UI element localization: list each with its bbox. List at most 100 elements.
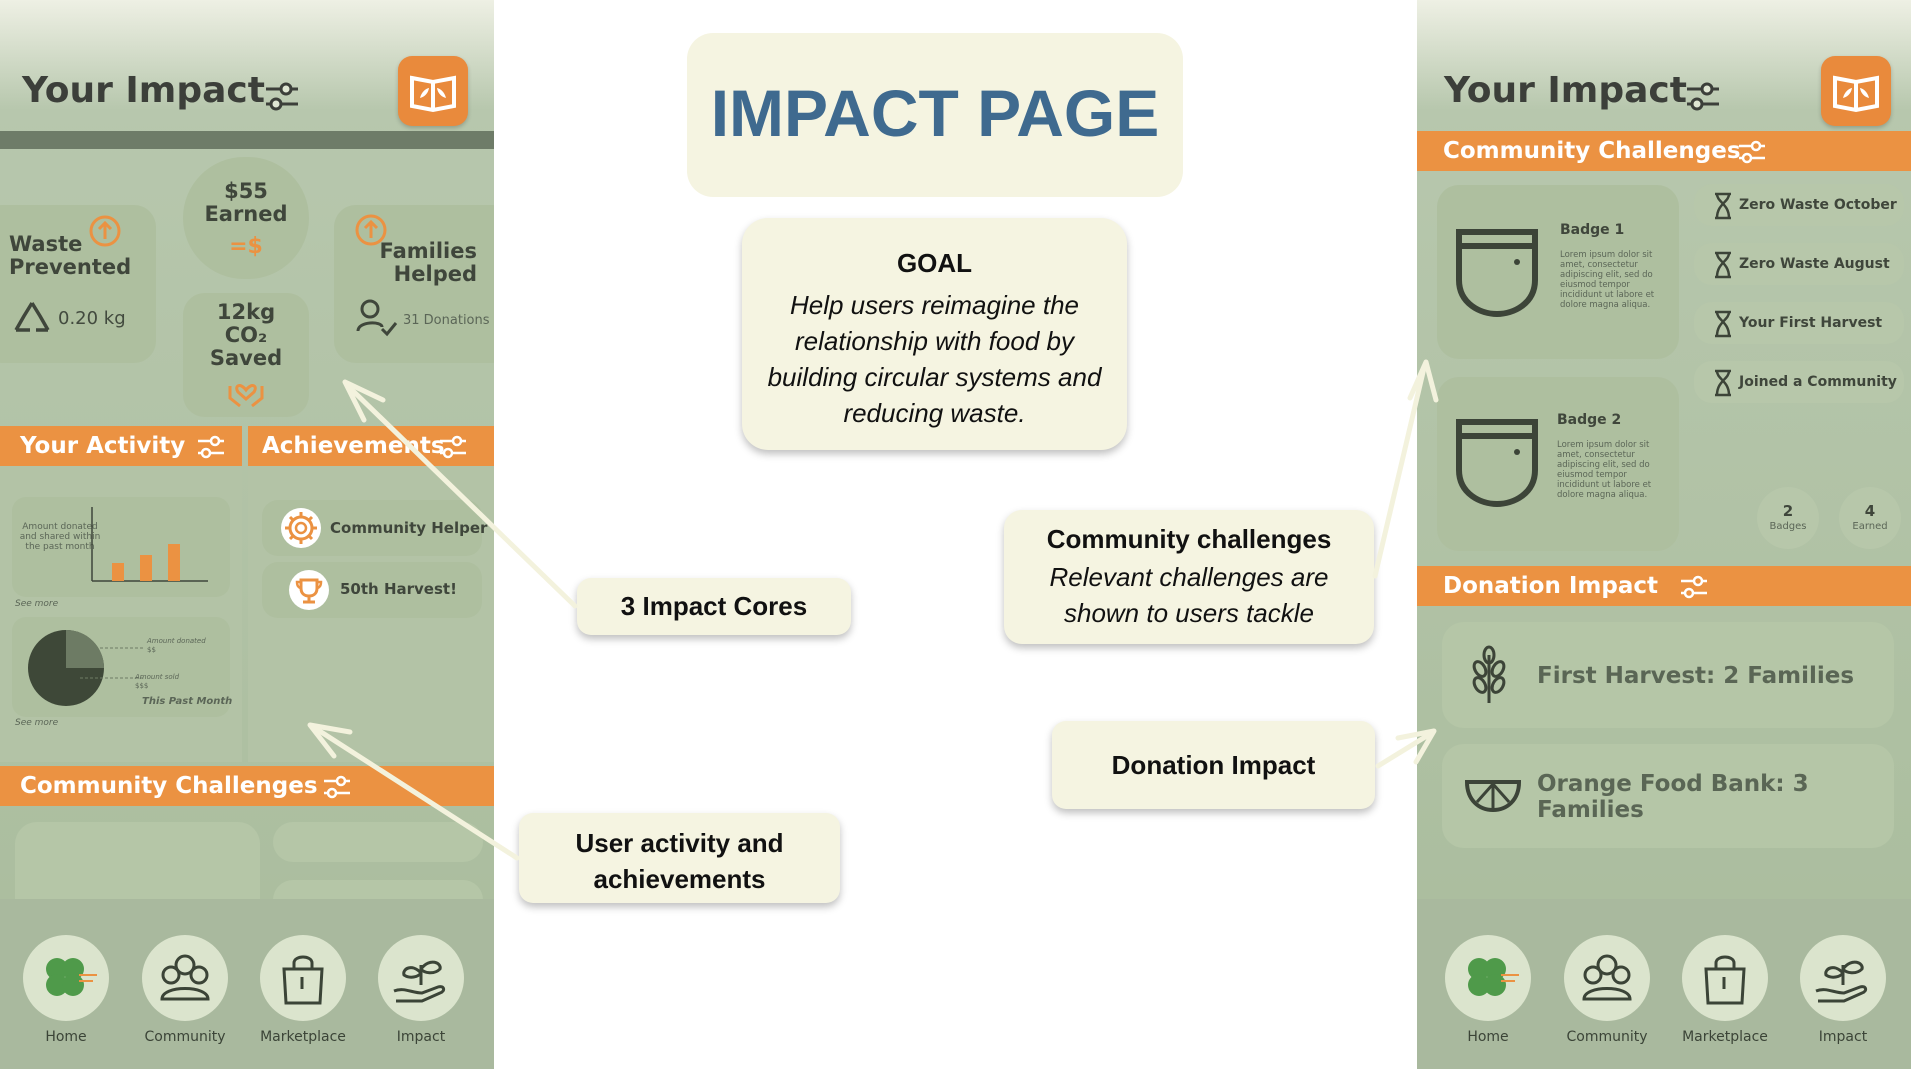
nav-community-button[interactable] xyxy=(1564,935,1650,1021)
pocket-badge-icon xyxy=(1456,419,1538,508)
hands-heart-icon xyxy=(228,384,264,408)
challenge-label: Your First Harvest xyxy=(1739,315,1883,331)
achievement-label: Community Helper xyxy=(330,519,488,537)
divider xyxy=(0,131,494,149)
challenge-item-placeholder[interactable] xyxy=(273,822,483,862)
activity-note: User activity and achievements xyxy=(519,813,840,903)
activity-text: User activity and achievements xyxy=(575,828,784,894)
trophy-icon xyxy=(289,570,329,610)
bar xyxy=(168,544,180,581)
right-phone-screen: Your Impact Community Challenges Badge 1… xyxy=(1417,0,1911,1069)
clover-icon xyxy=(46,958,97,996)
pie-label-sold: Amount sold xyxy=(135,673,180,681)
money-icon: =$ xyxy=(229,234,263,259)
challenge-label: Zero Waste August xyxy=(1739,256,1890,272)
book-leaf-icon[interactable] xyxy=(1821,56,1891,126)
filter-sliders-icon[interactable] xyxy=(1737,140,1767,164)
donation-impact-label: Donation Impact xyxy=(1443,573,1658,599)
filter-sliders-icon[interactable] xyxy=(1685,80,1721,112)
waste-value: 0.20 kg xyxy=(58,308,126,329)
bar xyxy=(112,563,124,581)
bar-chart-caption: Amount donated and shared within the pas… xyxy=(19,522,101,552)
clover-icon xyxy=(1468,958,1519,996)
filter-sliders-icon[interactable] xyxy=(438,435,468,459)
your-activity-header: Your Activity xyxy=(0,426,242,466)
nav-community-label: Community xyxy=(1566,1029,1648,1045)
arrow-up-circle-icon xyxy=(89,215,121,247)
pie-period-label: This Past Month xyxy=(142,696,233,707)
earned-label: $55 Earned xyxy=(204,179,288,226)
filter-sliders-icon[interactable] xyxy=(264,80,300,112)
nav-impact-label: Impact xyxy=(396,1029,446,1045)
badge-description: Lorem ipsum dolor sit amet, consectetur … xyxy=(1560,250,1655,310)
goal-note: GOAL Help users reimagine the relationsh… xyxy=(742,218,1127,450)
nav-impact-label: Impact xyxy=(1818,1029,1868,1045)
pie-leader-lines xyxy=(80,647,144,679)
shopping-bag-icon xyxy=(282,955,324,1005)
see-more-link[interactable]: See more xyxy=(15,718,59,728)
donation-item[interactable] xyxy=(1442,622,1894,728)
nav-community-label: Community xyxy=(144,1029,226,1045)
page-title: Your Impact xyxy=(22,70,265,111)
achievements-header: Achievements xyxy=(248,426,494,466)
filter-sliders-icon[interactable] xyxy=(1679,575,1709,599)
see-more-link[interactable]: See more xyxy=(15,599,59,609)
your-activity-label: Your Activity xyxy=(20,433,186,459)
wheat-icon xyxy=(1472,645,1506,703)
families-label: Families Helped xyxy=(379,239,477,286)
left-phone-screen: Your Impact Waste Prevented 0.20 kg $55 … xyxy=(0,0,494,1069)
orange-slice-icon xyxy=(1464,780,1522,813)
nav-home-button[interactable] xyxy=(1445,935,1531,1021)
badges-count: 2 xyxy=(1782,502,1794,520)
arrow-to-activity xyxy=(315,727,520,861)
recycle-icon xyxy=(14,302,50,332)
badge-title: Badge 2 xyxy=(1557,412,1622,428)
pie-label-donated-value: $$ xyxy=(147,646,156,654)
badges-stat xyxy=(1757,487,1819,549)
hourglass-icon xyxy=(1715,369,1731,397)
challenges-title: Community challenges xyxy=(1046,524,1332,554)
co2-saved-card[interactable] xyxy=(183,293,309,417)
community-challenges-label: Community Challenges xyxy=(1443,138,1741,164)
pie-label-donated: Amount donated xyxy=(147,637,206,645)
earned-stat xyxy=(1839,487,1901,549)
nav-marketplace-button[interactable] xyxy=(1682,935,1768,1021)
nav-home-label: Home xyxy=(45,1029,87,1045)
pocket-badge-icon xyxy=(1456,229,1538,318)
badge-card[interactable] xyxy=(1437,377,1679,551)
goal-title: GOAL xyxy=(896,248,973,278)
badge-card[interactable] xyxy=(1437,185,1679,359)
community-challenges-label: Community Challenges xyxy=(20,773,318,799)
user-check-icon xyxy=(356,299,398,337)
nav-marketplace-label: Marketplace xyxy=(1682,1029,1768,1045)
filter-sliders-icon[interactable] xyxy=(322,775,352,799)
page-title-card: IMPACT PAGE xyxy=(687,33,1183,197)
arrow-to-challenges xyxy=(1372,365,1427,579)
nav-community-button[interactable] xyxy=(142,935,228,1021)
waste-prevented-card[interactable] xyxy=(0,205,156,363)
families-value: 31 Donations xyxy=(403,313,490,328)
nav-impact-button[interactable] xyxy=(378,935,464,1021)
donation-text: Donation Impact xyxy=(1111,750,1316,780)
hourglass-icon xyxy=(1715,310,1731,338)
nav-impact-button[interactable] xyxy=(1800,935,1886,1021)
filter-sliders-icon[interactable] xyxy=(196,435,226,459)
community-challenges-header: Community Challenges xyxy=(1417,131,1911,171)
page-title: Your Impact xyxy=(1444,70,1687,111)
book-leaf-icon[interactable] xyxy=(398,56,468,126)
earned-card[interactable] xyxy=(183,157,309,279)
nav-marketplace-label: Marketplace xyxy=(260,1029,346,1045)
shopping-bag-icon xyxy=(1704,955,1746,1005)
families-helped-card[interactable] xyxy=(334,205,494,363)
hand-plant-icon xyxy=(393,960,446,1003)
donation-label: Orange Food Bank: 3 Families xyxy=(1537,771,1809,823)
achievement-label: 50th Harvest! xyxy=(340,580,457,598)
community-challenges-header: Community Challenges xyxy=(0,766,494,806)
nav-marketplace-button[interactable] xyxy=(260,935,346,1021)
waste-prevented-label: Waste Prevented xyxy=(9,232,132,279)
nav-home-button[interactable] xyxy=(23,935,109,1021)
donation-note: Donation Impact xyxy=(1052,721,1375,809)
hourglass-icon xyxy=(1715,251,1731,279)
